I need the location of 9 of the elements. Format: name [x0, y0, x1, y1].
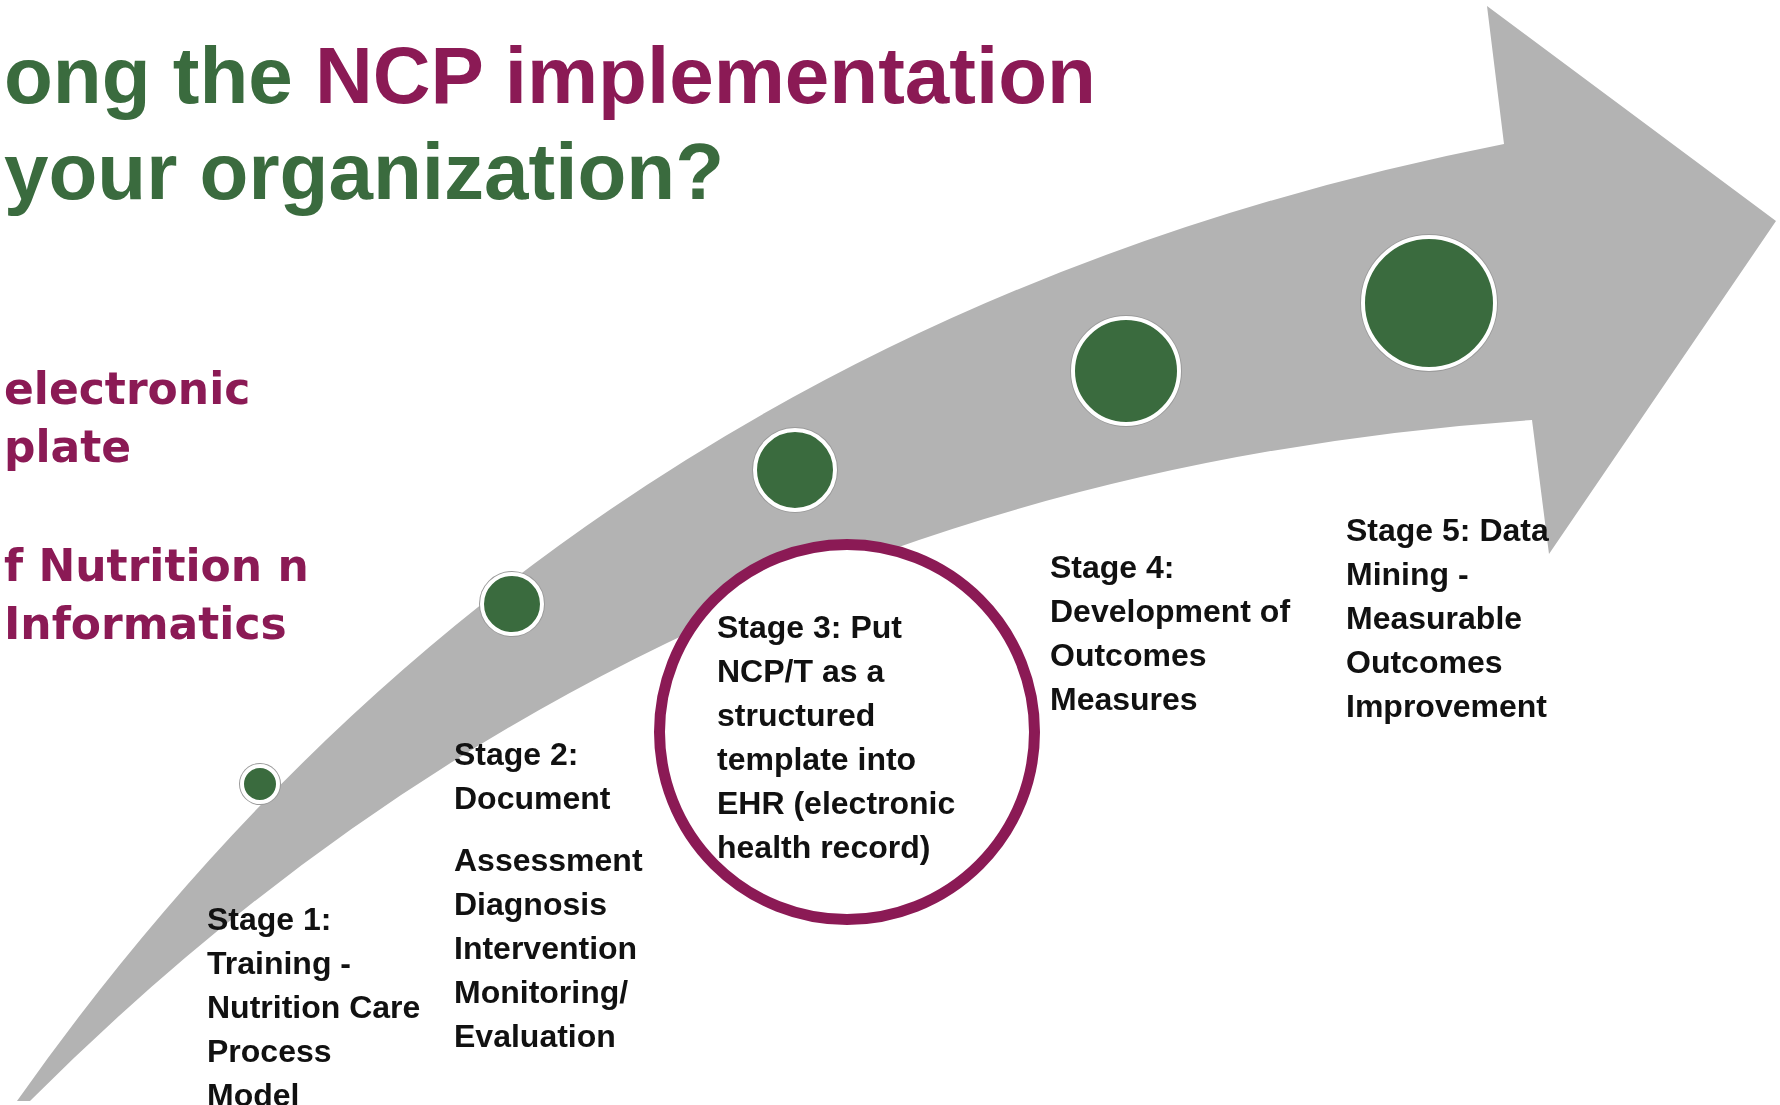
stage-text: Stage 5: Data Mining - Measurable Outcomes Improvement: [1346, 511, 1550, 726]
heading-fragment: f Nutrition n Informatics: [4, 539, 310, 651]
heading-fragment: electronic plate: [4, 362, 252, 474]
stage-text: Stage 3: Put NCP/T as a structured template into EHR (electronic health record): [717, 608, 957, 867]
stage-text: Stage 2: Document: [454, 735, 612, 818]
stage-dot: [240, 764, 280, 804]
stage-text: Stage 4: Development of Outcomes Measures: [1050, 548, 1292, 719]
slide-title: ong the NCP implementation your organization?: [4, 30, 1097, 218]
stage-text: Assessment Diagnosis Intervention Monitoring/ Evaluation: [454, 841, 644, 1056]
